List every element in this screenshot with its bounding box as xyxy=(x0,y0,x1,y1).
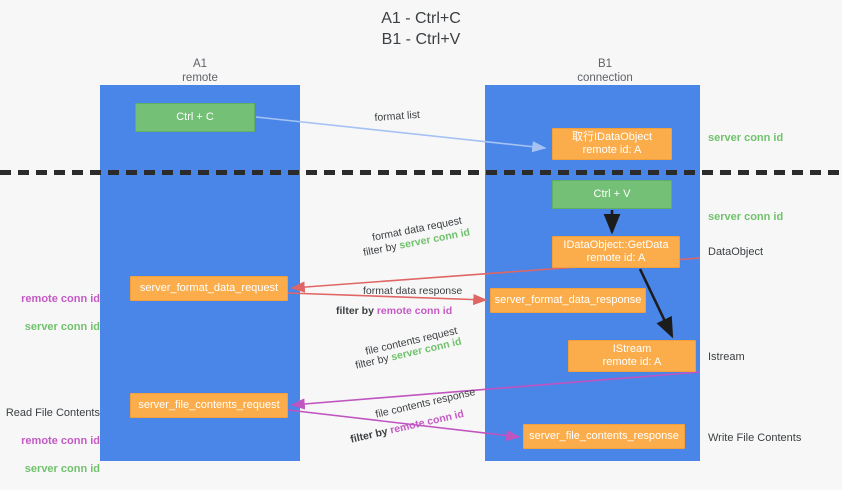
annotation-conn-ids-upper: remote conn id server conn id xyxy=(8,278,100,348)
annotation-read-file-contents-group: Read File Contents remote conn id server… xyxy=(4,392,100,490)
column-header-b1: B1 connection xyxy=(577,58,633,84)
arrow-file-contents-request xyxy=(290,371,701,410)
node-idataobject-getdata[interactable]: IDataObject::GetData remote id: A xyxy=(552,236,680,268)
annotation-write-file-contents: Write File Contents xyxy=(708,432,802,444)
annotation-read-file-contents: Read File Contents xyxy=(5,407,100,419)
annotation-server-conn-id-top: server conn id xyxy=(708,132,784,144)
annotation-istream: Istream xyxy=(708,351,745,363)
filter-remote-conn-id: remote conn id xyxy=(376,305,453,317)
node-idataobject[interactable]: 取行IDataObject remote id: A xyxy=(552,128,672,160)
annotation-dataobject: DataObject xyxy=(708,246,764,258)
node-istream[interactable]: IStream remote id: A xyxy=(568,340,696,372)
annotation-remote-conn-id-2: remote conn id xyxy=(21,435,100,447)
node-ctrl-c[interactable]: Ctrl + C xyxy=(135,103,255,132)
node-server-file-contents-response[interactable]: server_file_contents_response xyxy=(523,424,685,449)
node-ctrl-v[interactable]: Ctrl + V xyxy=(552,180,672,209)
node-server-format-data-response[interactable]: server_format_data_response xyxy=(490,288,646,313)
annotation-remote-conn-id: remote conn id xyxy=(21,293,100,305)
column-header-a1: A1 remote xyxy=(182,58,218,84)
phase-divider xyxy=(0,170,842,175)
edge-label-format-data-response-filter: filter by remote conn id xyxy=(336,304,452,318)
node-server-file-contents-request[interactable]: server_file_contents_request xyxy=(130,393,288,418)
annotation-server-conn-id-2: server conn id xyxy=(24,463,100,475)
filter-by-text-2: filter by xyxy=(336,305,377,317)
arrow-format-data-response xyxy=(287,292,488,306)
arrow-format-list xyxy=(255,116,547,153)
edge-label-format-data-response: format data response xyxy=(363,285,463,297)
arrow-file-contents-response xyxy=(287,409,521,442)
annotation-server-conn-id-mid: server conn id xyxy=(708,211,784,223)
page-title: A1 - Ctrl+C B1 - Ctrl+V xyxy=(381,10,461,48)
arrow-getdata-istream xyxy=(638,268,674,339)
node-server-format-data-request[interactable]: server_format_data_request xyxy=(130,276,288,301)
annotation-server-conn-id: server conn id xyxy=(24,321,100,333)
